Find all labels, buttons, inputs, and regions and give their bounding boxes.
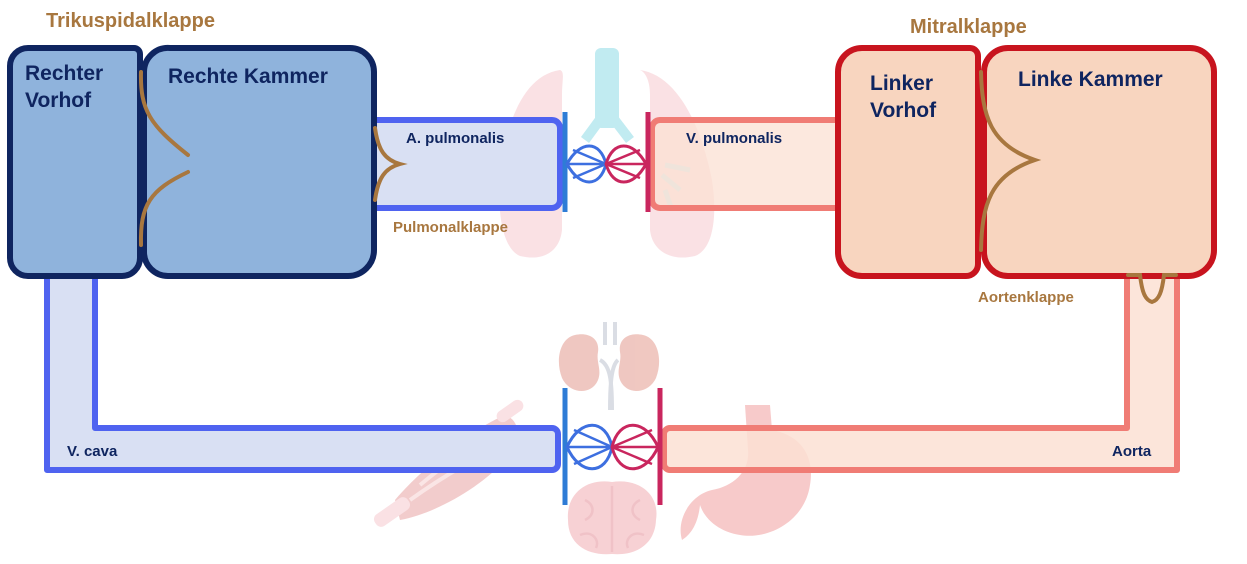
right-ventricle-label: Rechte Kammer <box>168 65 328 88</box>
pulmonary-artery-tube <box>369 117 563 211</box>
pulmonary-vein-tube <box>649 117 843 211</box>
aortic-valve-label: Aortenklappe <box>978 289 1074 306</box>
pulmonary-artery-label: A. pulmonalis <box>406 130 505 147</box>
capillary-bed-icon <box>562 112 663 505</box>
right-ventricle-box <box>140 44 377 279</box>
tricuspid-valve <box>138 70 190 247</box>
right-atrium-box <box>7 45 143 279</box>
brain-icon <box>567 481 657 555</box>
kidneys-icon <box>558 322 660 411</box>
left-atrium-box <box>835 45 981 279</box>
right-atrium-label: Rechter Vorhof <box>25 62 104 112</box>
aorta-tube <box>661 275 1180 473</box>
mitral-valve-label: Mitralklappe <box>910 16 1027 38</box>
pulmonary-valve <box>373 126 408 202</box>
left-ventricle-box <box>981 45 1217 279</box>
pulmonary-valve-label: Pulmonalklappe <box>393 219 509 236</box>
mitral-valve <box>979 70 1042 252</box>
pulmonary-vein-label: V. pulmonalis <box>686 130 783 147</box>
aorta-label: Aorta <box>1112 443 1152 460</box>
left-atrium-label: Linker Vorhof <box>870 72 937 122</box>
left-ventricle-label: Linke Kammer <box>1018 68 1163 91</box>
vena-cava-label: V. cava <box>67 443 118 460</box>
tricuspid-valve-label: Trikuspidalklappe <box>46 10 215 32</box>
vena-cava-tube <box>44 270 561 473</box>
aortic-valve <box>1126 273 1178 305</box>
